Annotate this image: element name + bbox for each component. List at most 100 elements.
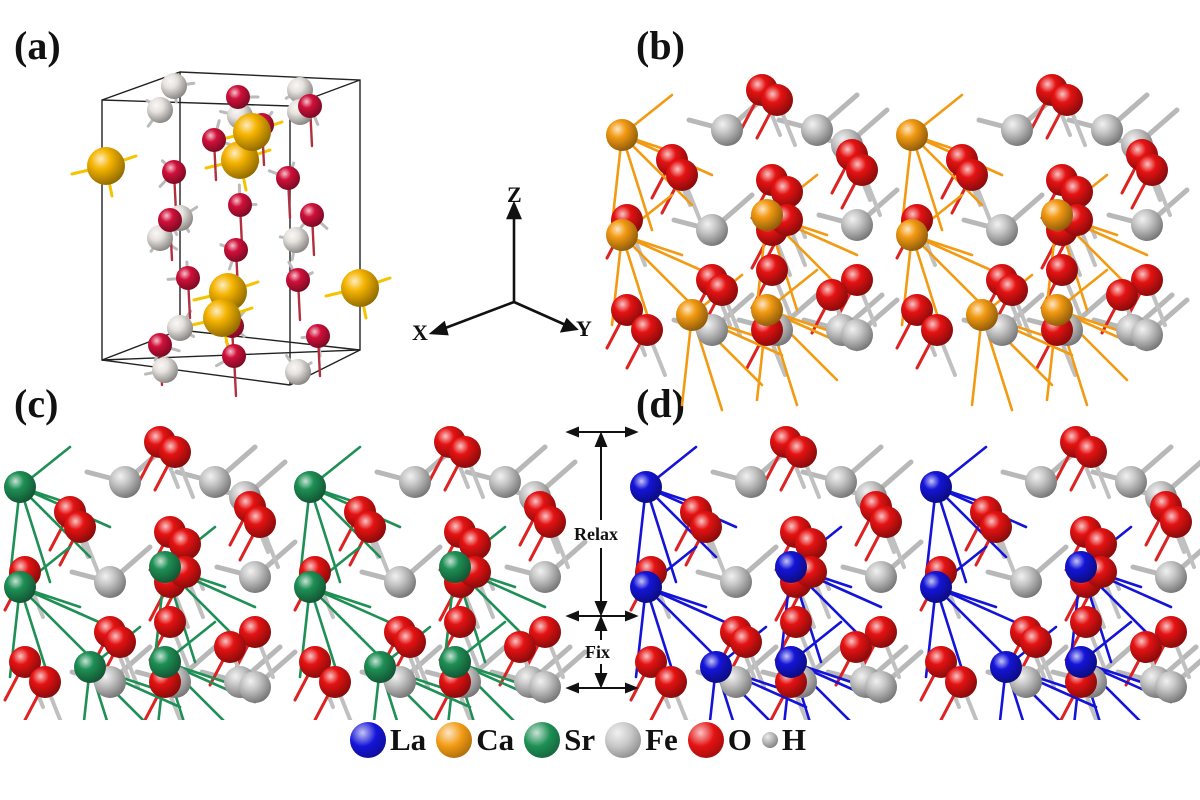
fe-atom (865, 671, 897, 703)
fe-atom (1001, 114, 1033, 146)
o-atom (1051, 84, 1083, 116)
panel-label-b: (b) (636, 23, 685, 68)
arrowhead (625, 610, 639, 622)
o-atom (956, 159, 988, 191)
o-atom (1160, 506, 1192, 538)
fe-atom (384, 566, 416, 598)
fe-atom (1025, 466, 1057, 498)
o-atom (925, 646, 957, 678)
panel-label-d: (d) (636, 381, 685, 426)
o-atom (169, 528, 201, 560)
legend-item-o: O (687, 722, 752, 758)
legend-label: O (727, 722, 752, 757)
dopant-atom (630, 571, 662, 603)
o-atom (228, 193, 252, 217)
y-axis-label: Y (576, 316, 592, 341)
o-atom (226, 85, 250, 109)
fe-atom (529, 671, 561, 703)
o-atom (504, 631, 536, 663)
o-atom (1020, 626, 1052, 658)
dopant-atom (990, 651, 1022, 683)
arrowhead (594, 601, 608, 617)
dopant-atom (896, 119, 928, 151)
panel-label-a: (a) (14, 23, 61, 68)
arrowhead (594, 431, 608, 447)
arrowhead (565, 682, 579, 694)
o-atom (158, 208, 182, 232)
dopant-atom (1065, 646, 1097, 678)
o-atom (1046, 254, 1078, 286)
dopant-o-bond (934, 585, 1028, 629)
dopant-o-bond (308, 485, 382, 559)
dopant-o-bond (644, 485, 718, 559)
fe-atom (529, 561, 561, 593)
o-atom (780, 606, 812, 638)
axis-triad (428, 200, 579, 336)
o-atom (300, 203, 324, 227)
o-atom (730, 626, 762, 658)
fe-atom (152, 357, 178, 383)
arrowhead (565, 610, 579, 622)
dopant-atom (896, 219, 928, 251)
o-atom (214, 631, 246, 663)
o-atom (1061, 176, 1093, 208)
o-atom (534, 506, 566, 538)
la-doped-slab (629, 426, 1200, 720)
legend-item-fe: Fe (605, 722, 678, 758)
fe-atom (1155, 561, 1187, 593)
fe-atom (865, 561, 897, 593)
structure-figure: Z X Y Relax Fix (3, 71, 1200, 720)
fe-atom (1010, 566, 1042, 598)
legend-label: La (390, 722, 427, 757)
o-atom (29, 666, 61, 698)
ca-doped-slab (605, 74, 1190, 412)
fe-atom (1131, 209, 1163, 241)
relax-fix-indicator (565, 426, 639, 694)
o-atom (1106, 279, 1138, 311)
fe-atom (1155, 671, 1187, 703)
o-atom (239, 616, 271, 648)
fe-atom (399, 466, 431, 498)
dopant-o-bond (308, 585, 402, 629)
o-atom (611, 294, 643, 326)
legend-swatch (350, 722, 386, 758)
o-atom (162, 160, 186, 184)
legend-item-ca: Ca (436, 722, 514, 758)
o-atom (996, 274, 1028, 306)
ca-atom (233, 113, 271, 151)
o-atom (222, 344, 246, 368)
dopant-atom (4, 471, 36, 503)
arrowhead (625, 682, 639, 694)
ca-atom (87, 147, 125, 185)
dopant-o-bond (18, 585, 112, 629)
o-atom (816, 279, 848, 311)
o-atom (761, 84, 793, 116)
legend-label: Ca (476, 722, 515, 757)
fe-atom (147, 225, 173, 251)
legend-label: Fe (645, 722, 678, 757)
fe-atom (161, 73, 187, 99)
dopant-atom (1041, 294, 1073, 326)
o-atom (756, 254, 788, 286)
dopant-o-bond (308, 585, 382, 659)
z-arrowhead (506, 200, 522, 220)
legend-item-h: H (761, 722, 806, 758)
o-atom (529, 616, 561, 648)
dopant-atom (606, 219, 638, 251)
dopant-atom (439, 551, 471, 583)
fe-atom (285, 359, 311, 385)
dopant-atom (751, 199, 783, 231)
o-atom (159, 436, 191, 468)
o-atom (176, 266, 200, 290)
y-axis (513, 300, 569, 328)
fe-atom (696, 214, 728, 246)
dopant-atom (1041, 199, 1073, 231)
relax-label: Relax (574, 524, 618, 544)
o-atom (104, 626, 136, 658)
ca-atom (341, 269, 379, 307)
fe-atom (711, 114, 743, 146)
o-atom (449, 436, 481, 468)
o-atom (1070, 606, 1102, 638)
o-atom (306, 324, 330, 348)
o-atom (666, 159, 698, 191)
